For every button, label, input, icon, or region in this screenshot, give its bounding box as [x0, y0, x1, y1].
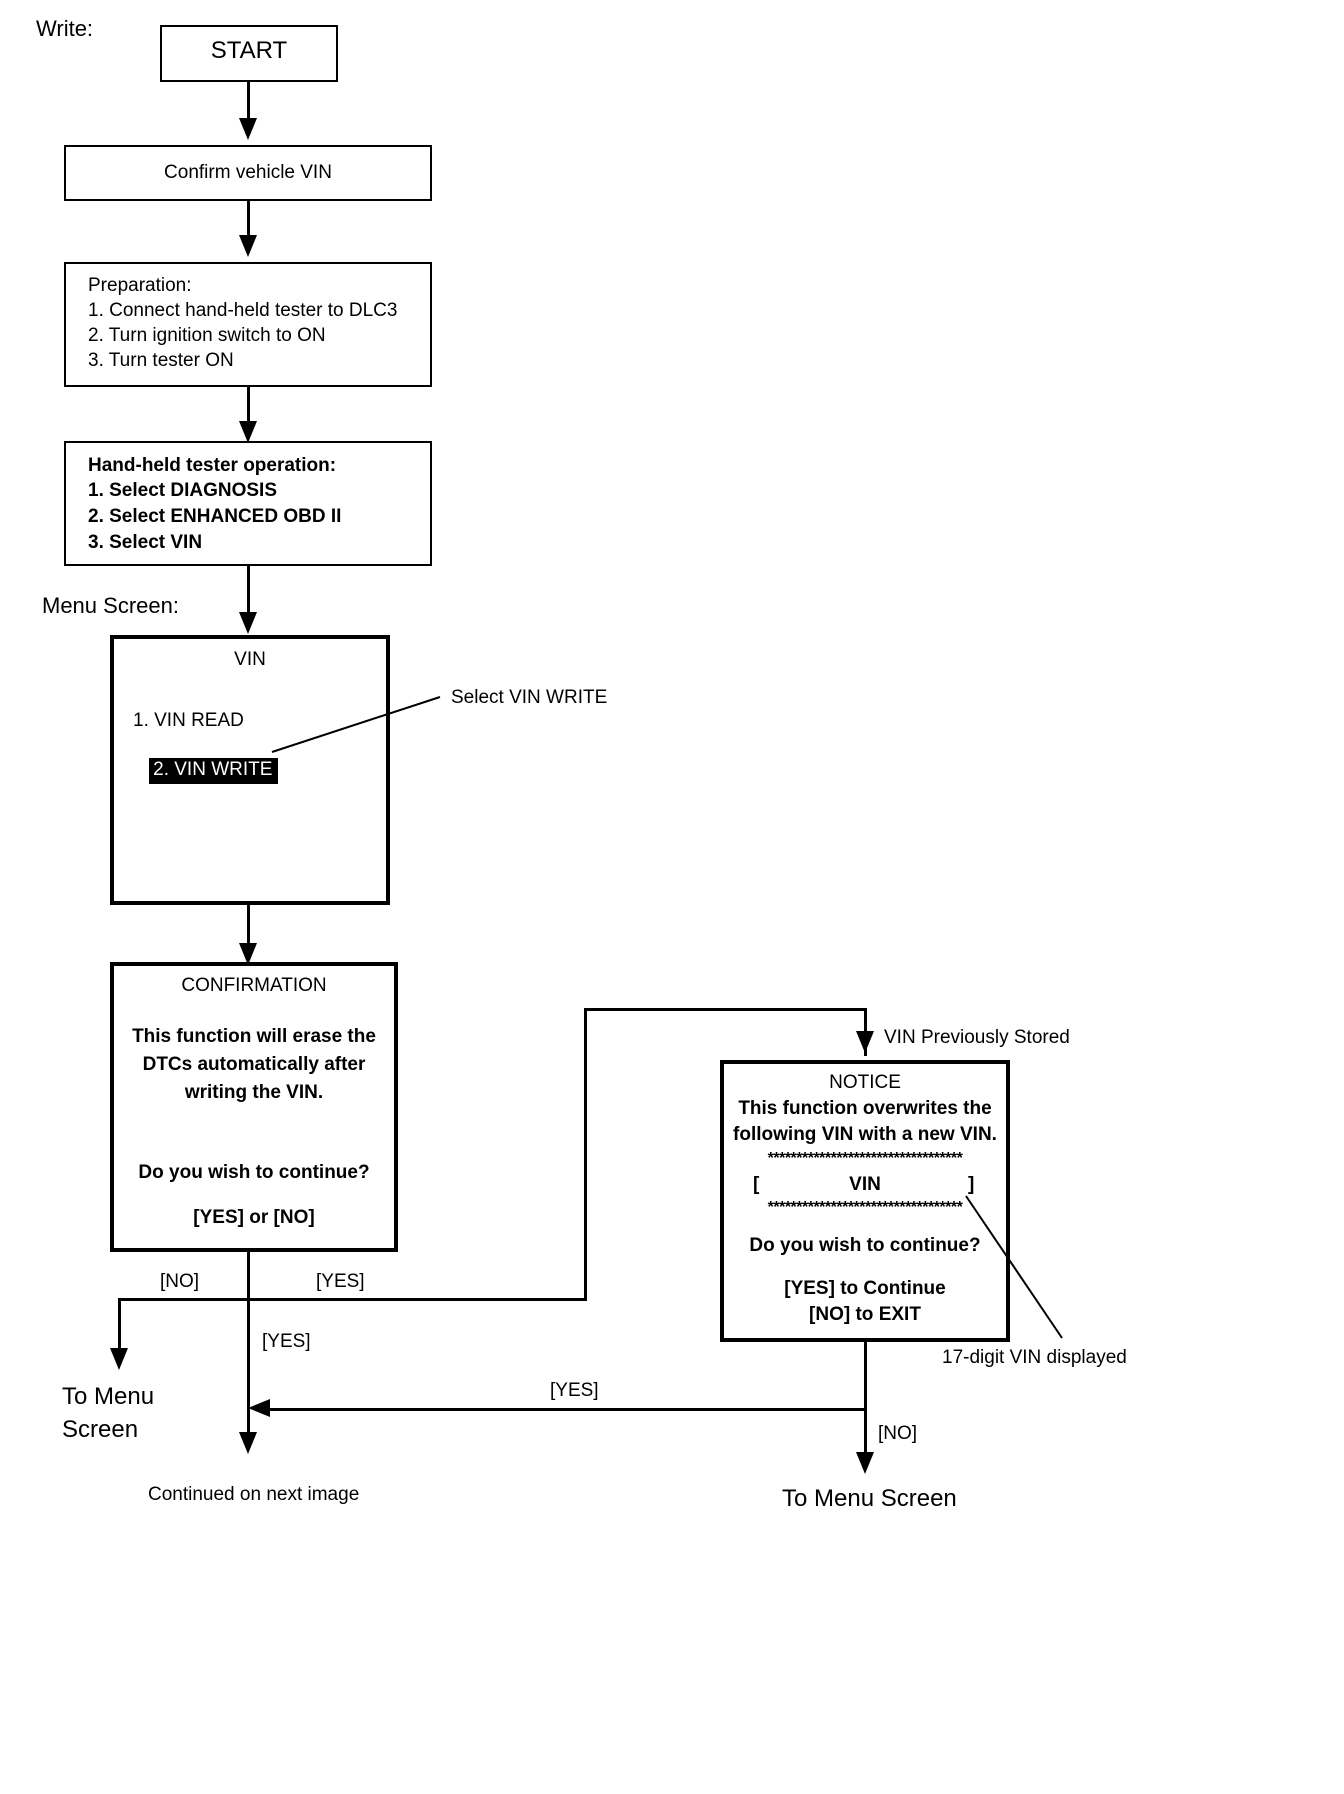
screen-notice-body-line-2: following VIN with a new VIN.: [733, 1124, 997, 1145]
edge-confirm-to-preparation: [247, 201, 250, 239]
screen-notice-answer-yes: [YES] to Continue: [784, 1278, 946, 1299]
screen-confirmation-answers: [YES] or [NO]: [193, 1207, 315, 1228]
node-preparation-step-2: 2. Turn ignition switch to ON: [88, 325, 326, 346]
arrowhead-start-to-confirm: [239, 118, 257, 140]
screen-notice-vin-bracket-close: ]: [968, 1174, 975, 1195]
screen-confirmation-body-line-3: writing the VIN.: [184, 1082, 324, 1103]
screen-notice-title: NOTICE: [829, 1072, 901, 1093]
screen-notice-vin-bracket-open: [: [753, 1174, 760, 1195]
annotation-vin-previously-stored: VIN Previously Stored: [884, 1027, 1070, 1048]
edge-notice-no-vertical: [864, 1408, 867, 1468]
edge-notice-yes-horizontal: [262, 1408, 866, 1411]
edge-confirmation-stem: [247, 1252, 250, 1300]
menu-item-vin-read[interactable]: 1. VIN READ: [133, 710, 244, 731]
edge-tester-to-vin-menu: [247, 566, 250, 618]
node-tester-operation-step-1: 1. Select DIAGNOSIS: [88, 480, 278, 501]
arrowhead-notice-yes-to-menu: [248, 1399, 270, 1417]
arrowhead-preparation-to-tester: [239, 421, 257, 443]
screen-notice: [720, 1060, 1010, 1342]
terminator-to-menu-screen-left-line1: To Menu: [62, 1383, 155, 1410]
annotation-17-digit-vin: 17-digit VIN displayed: [942, 1347, 1127, 1368]
node-tester-operation-step-2: 2. Select ENHANCED OBD II: [88, 506, 342, 527]
edge-confirmation-yes-vertical-up: [584, 1008, 587, 1300]
edge-vin-menu-to-confirmation: [247, 905, 250, 950]
edge-label-yes-right: [YES]: [316, 1271, 365, 1292]
arrowhead-confirm-to-preparation: [239, 235, 257, 257]
screen-notice-question: Do you wish to continue?: [749, 1235, 981, 1256]
edge-confirmation-no-vertical: [118, 1298, 121, 1352]
node-confirm-vehicle-vin-label: Confirm vehicle VIN: [164, 162, 332, 183]
screen-notice-rule-top: **********************************: [767, 1150, 963, 1167]
screen-notice-rule-bottom: **********************************: [767, 1199, 963, 1216]
arrowhead-notice-no: [856, 1452, 874, 1474]
terminator-to-menu-screen-left-line2: Screen: [62, 1416, 139, 1443]
section-label-menu-screen: Menu Screen:: [42, 593, 179, 618]
node-confirm-vehicle-vin: [64, 145, 432, 201]
edge-preparation-to-tester: [247, 387, 250, 425]
screen-notice-answer-no: [NO] to EXIT: [809, 1304, 921, 1325]
menu-item-vin-write-selected[interactable]: 2. VIN WRITE: [128, 736, 279, 806]
screen-notice-body-line-1: This function overwrites the: [738, 1098, 992, 1119]
edge-label-no-left: [NO]: [160, 1271, 200, 1292]
node-preparation-step-1: 1. Connect hand-held tester to DLC3: [88, 300, 398, 321]
annotation-select-vin-write: Select VIN WRITE: [451, 687, 608, 708]
edge-confirmation-no-horizontal: [118, 1298, 250, 1301]
node-tester-operation-step-3: 3. Select VIN: [88, 532, 203, 553]
edge-confirmation-yes-horizontal: [247, 1298, 587, 1301]
edge-confirmation-yes-continue: [247, 1298, 250, 1446]
terminator-to-menu-screen-right: To Menu Screen: [782, 1485, 957, 1512]
node-start: [160, 25, 338, 82]
edge-label-yes-down: [YES]: [262, 1331, 311, 1352]
edge-notice-yes-stub-down: [864, 1342, 867, 1410]
node-tester-operation: [64, 441, 432, 566]
menu-item-vin-write-label: 2. VIN WRITE: [149, 758, 279, 784]
screen-confirmation: [110, 962, 398, 1252]
edge-confirmation-yes-top-horizontal: [584, 1008, 867, 1011]
screen-confirmation-title: CONFIRMATION: [181, 975, 327, 996]
screen-vin-menu-title: VIN: [234, 649, 266, 670]
section-label-write: Write:: [36, 16, 94, 41]
arrowhead-confirmation-no: [110, 1348, 128, 1370]
node-preparation: [64, 262, 432, 387]
node-preparation-heading: Preparation:: [88, 275, 192, 296]
edge-label-yes-from-notice: [YES]: [550, 1380, 599, 1401]
edge-label-no-from-notice: [NO]: [878, 1423, 918, 1444]
terminator-continued-next-image: Continued on next image: [148, 1484, 360, 1505]
screen-notice-vin-placeholder: VIN: [849, 1174, 881, 1195]
screen-confirmation-question: Do you wish to continue?: [138, 1162, 370, 1183]
arrowhead-continue-next-image: [239, 1432, 257, 1454]
edge-start-to-confirm: [247, 82, 250, 122]
arrowhead-confirmation-yes-to-notice: [856, 1031, 874, 1053]
node-tester-operation-heading: Hand-held tester operation:: [88, 455, 337, 476]
arrowhead-tester-to-vin-menu: [239, 612, 257, 634]
node-preparation-step-3: 3. Turn tester ON: [88, 350, 234, 371]
node-start-label: START: [210, 37, 288, 64]
screen-confirmation-body-line-1: This function will erase the: [132, 1026, 376, 1047]
arrowhead-vin-menu-to-confirmation: [239, 943, 257, 965]
screen-confirmation-body-line-2: DTCs automatically after: [142, 1054, 366, 1075]
